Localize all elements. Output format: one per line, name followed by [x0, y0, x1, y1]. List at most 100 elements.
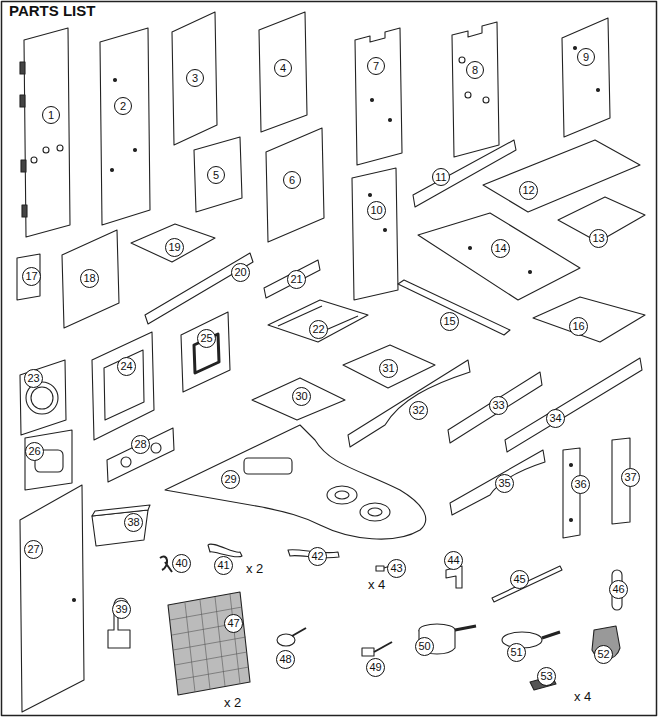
- callout-number: 52: [597, 649, 609, 660]
- callout-circle: 13: [589, 229, 608, 248]
- callout-number: 1: [48, 110, 54, 121]
- callout-number: 48: [279, 654, 291, 665]
- callout-circle: 3: [186, 69, 204, 87]
- callout-number: 7: [373, 61, 379, 72]
- callout-number: 20: [234, 267, 246, 278]
- callout-circle: 4: [274, 59, 292, 77]
- callout-circle: 25: [197, 329, 216, 348]
- callout-circle: 18: [80, 269, 99, 288]
- callout-number: 42: [311, 551, 323, 562]
- callout-number: 21: [290, 274, 302, 285]
- callout-number: 24: [120, 361, 132, 372]
- callout-number: 51: [510, 647, 522, 658]
- callout-number: 3: [192, 73, 198, 84]
- callout-number: 50: [418, 641, 430, 652]
- callout-number: 11: [435, 172, 446, 183]
- callout-circle: 14: [491, 239, 510, 258]
- callout-circle: 37: [621, 468, 640, 487]
- callout-circle: 36: [571, 475, 590, 494]
- callout-number: 29: [224, 474, 236, 485]
- callout-number: 49: [369, 662, 381, 673]
- callout-circle: 16: [569, 317, 588, 336]
- callout-circle: 32: [409, 401, 428, 420]
- callout-number: 43: [390, 563, 402, 574]
- quantity-label: x 4: [574, 690, 591, 703]
- callout-circle: 2: [114, 97, 132, 115]
- callout-circle: 53: [537, 667, 556, 686]
- callout-circle: 51: [507, 643, 526, 662]
- callout-number: 23: [27, 373, 39, 384]
- callout-circle: 48: [276, 650, 295, 669]
- callout-number: 28: [134, 439, 146, 450]
- callout-circle: 26: [25, 442, 44, 461]
- callout-circle: 5: [207, 166, 225, 184]
- callout-circle: 38: [124, 513, 143, 532]
- callout-circle: 9: [577, 48, 595, 66]
- callout-number: 36: [574, 479, 586, 490]
- callout-number: 16: [572, 321, 584, 332]
- callout-number: 13: [592, 233, 604, 244]
- callout-number: 14: [494, 243, 506, 254]
- callout-number: 34: [549, 413, 561, 424]
- callout-circle: 7: [367, 57, 385, 75]
- callout-circle: 8: [466, 61, 484, 79]
- callout-number: 8: [472, 65, 478, 76]
- callout-circle: 46: [609, 580, 628, 599]
- callout-number: 40: [175, 558, 187, 569]
- callout-circle: 34: [546, 409, 565, 428]
- callout-circle: 52: [594, 645, 613, 664]
- callout-number: 39: [115, 604, 127, 615]
- callout-circle: 10: [367, 201, 386, 220]
- callout-circle: 23: [24, 369, 43, 388]
- callout-circle: 50: [415, 637, 434, 656]
- callout-number: 27: [27, 544, 39, 555]
- callout-circle: 30: [292, 387, 311, 406]
- callout-circle: 27: [24, 540, 43, 559]
- quantity-label: x 2: [224, 696, 241, 709]
- callout-circle: 40: [172, 554, 191, 573]
- callout-number: 38: [127, 517, 139, 528]
- callout-number: 22: [312, 324, 324, 335]
- callout-circle: 29: [221, 470, 240, 489]
- callout-circle: 44: [444, 551, 463, 570]
- callout-circle: 21: [287, 270, 306, 289]
- callout-circle: 33: [489, 396, 508, 415]
- callout-number: 19: [168, 242, 180, 253]
- callout-circle: 24: [117, 357, 136, 376]
- callout-number: 12: [522, 185, 534, 196]
- callout-circle: 47: [224, 614, 243, 633]
- callout-number: 6: [289, 175, 295, 186]
- callout-circle: 43: [387, 559, 406, 578]
- callout-circle: 20: [231, 263, 250, 282]
- callout-circle: 1: [42, 106, 60, 124]
- callout-number: 2: [120, 101, 126, 112]
- callout-circle: 11: [432, 168, 450, 186]
- callout-number: 25: [200, 333, 212, 344]
- callout-number: 46: [612, 584, 624, 595]
- callout-circle: 42: [308, 547, 327, 566]
- callout-circle: 41: [214, 556, 233, 575]
- callout-number: 44: [447, 555, 459, 566]
- callout-circle: 49: [366, 658, 385, 677]
- callout-circle: 22: [309, 320, 328, 339]
- callout-number: 26: [28, 446, 40, 457]
- callout-circle: 12: [519, 181, 538, 200]
- quantity-label: x 4: [368, 578, 385, 591]
- callout-circle: 28: [131, 435, 150, 454]
- page-title: PARTS LIST: [6, 3, 98, 20]
- callout-number: 33: [492, 400, 504, 411]
- callout-number: 53: [540, 671, 552, 682]
- callout-number: 17: [25, 271, 37, 282]
- callout-number: 4: [280, 63, 286, 74]
- callout-number: 9: [583, 52, 589, 63]
- callout-number: 37: [624, 472, 636, 483]
- callout-number: 5: [213, 170, 219, 181]
- callout-circle: 45: [510, 570, 529, 589]
- callout-circle: 39: [112, 600, 131, 619]
- callout-number: 31: [382, 363, 394, 374]
- callout-circle: 19: [165, 238, 184, 257]
- callout-number: 30: [295, 391, 307, 402]
- callout-circle: 15: [440, 312, 459, 331]
- callout-number: 45: [513, 574, 525, 585]
